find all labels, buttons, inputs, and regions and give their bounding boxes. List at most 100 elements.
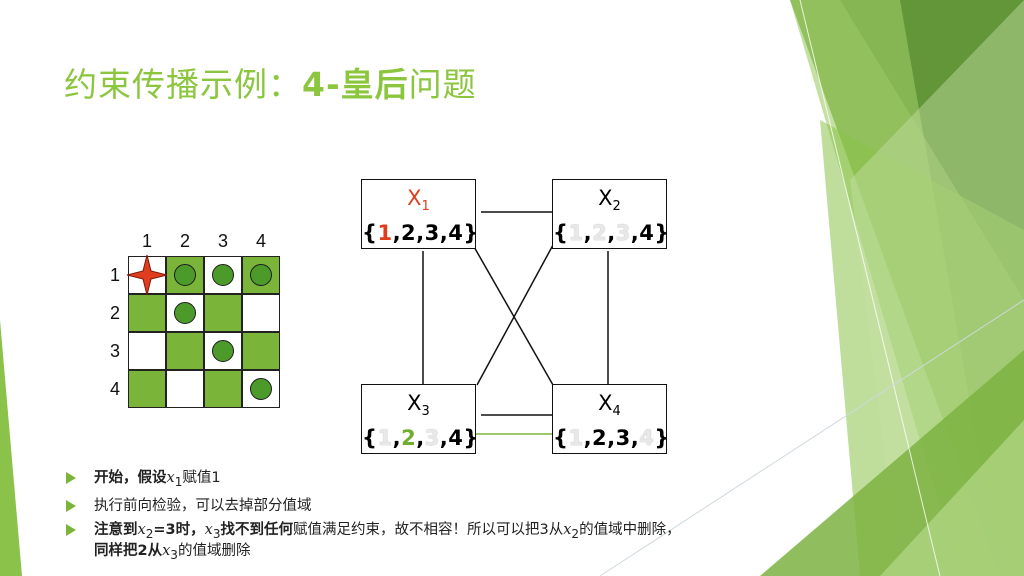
b3-sub4: 3 [170,547,178,562]
domain-value: 3 [424,426,440,451]
b3-t6: 同样把2从 [94,542,163,559]
domain-value: ,4 [630,221,655,246]
bullet-list: 开始，假设x1赋值1 执行前向检验，可以去掉部分值域 注意到x2=3时，x3找不… [66,470,826,571]
board-cell [128,294,166,332]
domain-value: ,4 [439,426,464,451]
edge-x1-x4 [472,244,554,386]
domain-values: {1,2,3,4} [553,424,670,452]
column-label: 3 [218,231,229,251]
variable-letter: X [407,186,422,210]
domain-value: , [392,426,402,451]
domain-value: 1 [377,426,393,451]
bullet-arrow-icon [66,472,76,484]
variable-subscript: 1 [421,199,430,215]
title-suffix: 问题 [408,65,477,104]
b1-t3: 赋值1 [182,470,221,486]
domain-value: ,2,3, [583,426,640,451]
b3-t1: 注意到 [94,521,138,538]
domain-value: 3 [615,221,631,246]
b2-text: 执行前向检验，可以去掉部分值域 [94,497,312,514]
queen-piece [212,264,234,286]
board-cell [166,332,204,370]
variable-name: X4 [553,391,666,424]
brace: { [362,221,378,246]
domain-value: 1 [568,221,584,246]
b3-sub2: 3 [212,526,221,541]
domain-value: 1 [568,426,584,451]
b1-t2: 假设 [137,470,167,486]
domain-value: , [607,221,616,246]
b3-t7: 的值域删除 [177,542,251,559]
chess-board: 1 2 3 4 1 2 3 4 [100,228,290,418]
b1-t1: 开始， [94,470,138,486]
b3-sub1: 2 [145,526,154,541]
board-cell [242,294,280,332]
domain-value: ,2,3,4 [392,221,464,246]
column-label: 4 [256,231,267,251]
variable-letter: X [407,391,422,415]
b3-t2: =3时， [153,521,205,538]
domain-value: 2 [592,221,608,246]
brace: } [654,426,670,451]
variable-letter: X [598,391,613,415]
variable-name: X3 [362,391,475,424]
row-label: 1 [110,265,121,285]
title-bold: 4-皇后 [302,65,409,104]
domain-value: 4 [639,426,655,451]
row-label: 3 [110,341,121,361]
constraint-graph: X1{1,2,3,4}X2{1,2,3,4}X3{1,2,3,4}X4{1,2,… [355,175,675,465]
b3-var1: x [137,521,146,538]
variable-letter: X [598,186,613,210]
brace: } [463,221,479,246]
column-label: 1 [142,231,153,251]
b3-sub3: 2 [571,526,580,541]
board-cell [166,370,204,408]
title-prefix: 约束传播示例： [64,65,302,104]
domain-values: {1,2,3,4} [362,424,479,452]
row-label: 2 [110,303,121,323]
bullet-arrow-icon [66,499,76,512]
bullet-arrow-icon [66,523,76,536]
board-cell [204,370,242,408]
brace: { [553,426,569,451]
b3-var3: x [563,521,572,538]
domain-value: 2 [401,426,417,451]
board-cell [166,294,204,332]
b3-t4: 赋值满足约束，故不相容！所以可以把3从 [293,521,564,538]
domain-value: , [416,426,425,451]
b1-sub: 1 [174,474,183,489]
brace: } [463,426,479,451]
domain-values: {1,2,3,4} [362,219,479,247]
b1-var: x [166,470,175,486]
domain-values: {1,2,3,4} [553,219,670,247]
variable-subscript: 2 [612,199,621,215]
b3-var2: x [204,521,213,538]
queen-piece [174,264,196,286]
bullet-item: 开始，假设x1赋值1 [66,470,826,491]
variable-name: X1 [362,186,475,219]
variable-node-x3: X3{1,2,3,4} [361,384,479,454]
board-cell [128,370,166,408]
bullet-item: 执行前向检验，可以去掉部分值域 [66,498,826,515]
queen-piece [250,378,272,400]
page-title: 约束传播示例：4-皇后问题 [64,58,477,106]
variable-node-x4: X4{1,2,3,4} [552,384,670,454]
queen-star-icon [126,254,168,296]
variable-subscript: 3 [421,404,430,420]
b3-t5: 的值域中删除， [579,521,681,538]
domain-value: , [583,221,593,246]
board-cell [204,294,242,332]
queen-piece [212,340,234,362]
b3-var4: x [162,542,171,559]
row-label: 4 [110,379,121,399]
column-label: 2 [180,231,191,251]
brace: { [553,221,569,246]
bullet-item: 注意到x2=3时，x3找不到任何赋值满足约束，故不相容！所以可以把3从x2的值域… [66,522,826,564]
board-cell [242,332,280,370]
domain-value: 1 [377,221,393,246]
b3-t3: 找不到任何 [220,521,294,538]
brace: { [362,426,378,451]
brace: } [654,221,670,246]
edge-x2-x3 [476,244,554,386]
